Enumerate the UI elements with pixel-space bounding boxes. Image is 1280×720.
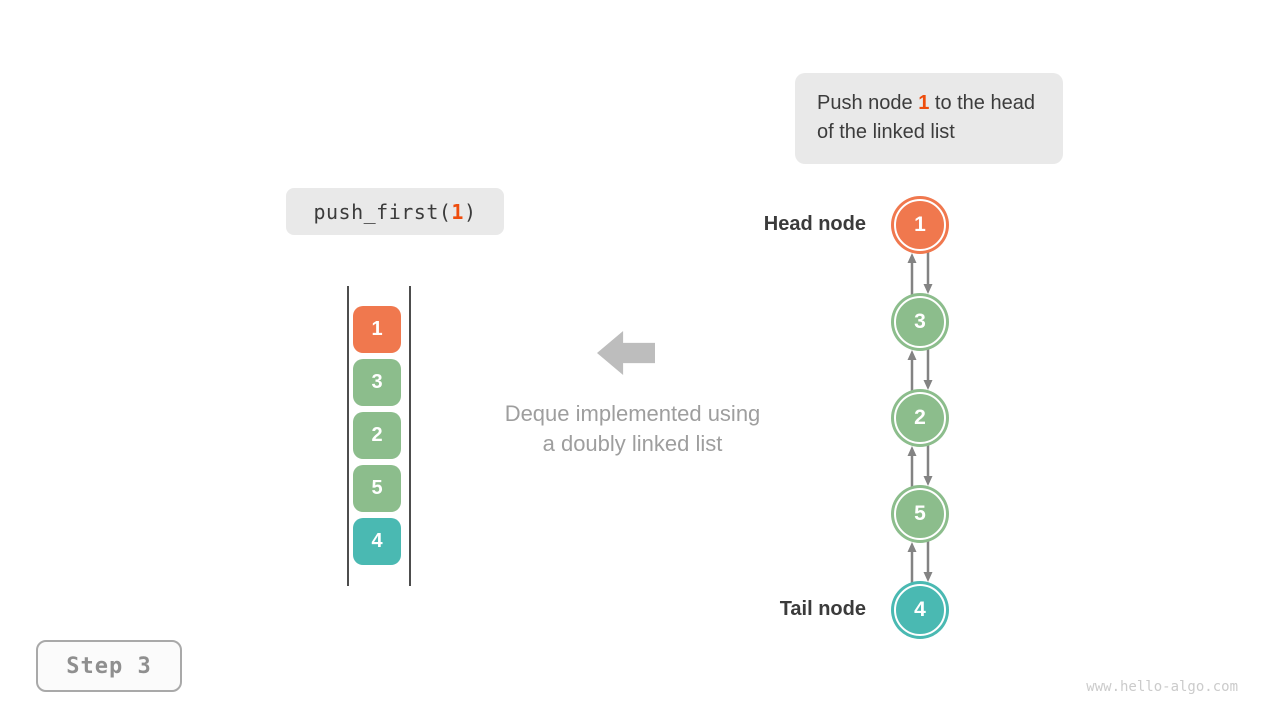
- stack-cell: 4: [353, 518, 401, 565]
- stack-cell: 5: [353, 465, 401, 512]
- stack-cell: 2: [353, 412, 401, 459]
- code-suffix: ): [463, 199, 477, 224]
- linked-list-node-head: 1: [891, 196, 949, 254]
- node-value: 3: [914, 310, 926, 333]
- center-caption: Deque implemented using a doubly linked …: [460, 399, 805, 459]
- stack-cell-value: 4: [371, 530, 383, 552]
- linked-list-node: 3: [891, 293, 949, 351]
- explanation-highlight-value: 1: [918, 92, 930, 114]
- stack-cell-value: 5: [371, 477, 383, 499]
- code-prefix: push_first(: [313, 199, 452, 224]
- code-call-label: push_first(1): [286, 188, 504, 235]
- stack-cell: 1: [353, 306, 401, 353]
- explanation-text-suffix: to the head of the linked list: [817, 92, 1035, 143]
- node-value: 5: [914, 502, 926, 525]
- site-watermark: www.hello-algo.com: [1086, 679, 1238, 695]
- code-arg: 1: [451, 199, 464, 224]
- node-value: 4: [914, 598, 926, 621]
- linked-list-node: 2: [891, 389, 949, 447]
- step-badge: Step 3: [36, 640, 182, 692]
- center-caption-line2: a doubly linked list: [542, 431, 723, 456]
- stack-cell-value: 2: [371, 424, 383, 446]
- stack-cell-value: 3: [371, 371, 383, 393]
- explanation-box: Push node 1 to the head of the linked li…: [795, 73, 1063, 164]
- tail-node-label: Tail node: [779, 598, 866, 620]
- stack-rail-left: [347, 286, 349, 586]
- stack-rail-right: [409, 286, 411, 586]
- center-caption-line1: Deque implemented using: [504, 401, 761, 426]
- linked-list-node-tail: 4: [891, 581, 949, 639]
- head-node-label: Head node: [763, 213, 866, 235]
- linked-list-node: 5: [891, 485, 949, 543]
- node-value: 1: [914, 213, 926, 236]
- explanation-text-prefix: Push node: [817, 92, 919, 114]
- left-block-arrow-icon: [597, 331, 655, 375]
- stack-cell: 3: [353, 359, 401, 406]
- stack-cell-value: 1: [371, 318, 383, 340]
- node-value: 2: [914, 406, 926, 429]
- linked-list-arrows: [907, 250, 933, 585]
